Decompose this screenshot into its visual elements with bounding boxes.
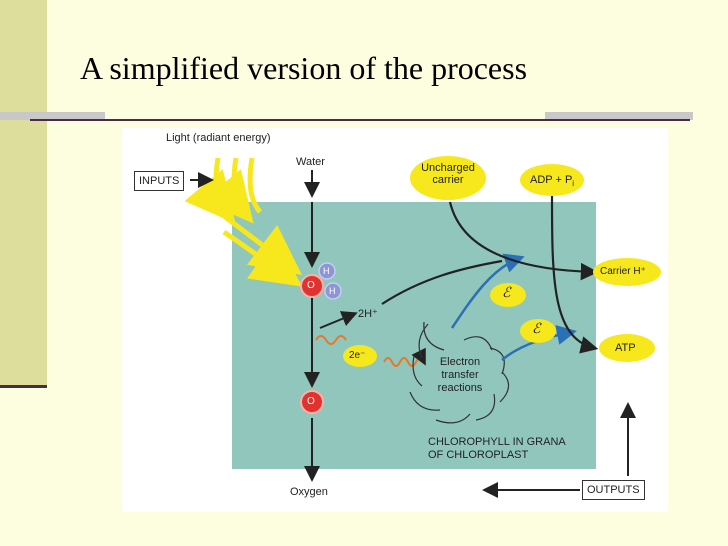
adp-to-atp-arrow xyxy=(550,193,599,354)
oxygen-label-top: O xyxy=(307,280,315,291)
blue-arrow-top xyxy=(450,253,525,329)
electron-transfer-label-3: reactions xyxy=(437,382,483,394)
energy-blob-2 xyxy=(520,319,556,343)
electron-transfer-swirl xyxy=(409,321,510,424)
hydrogen-label-2: H xyxy=(329,286,336,296)
protons-label: 2H⁺ xyxy=(358,308,378,320)
adp-blob xyxy=(520,164,584,196)
left-accent-line xyxy=(0,385,47,388)
atp-label: ATP xyxy=(615,342,636,354)
electron-transfer-label-1: Electron xyxy=(439,356,481,368)
uncharged-carrier-blob xyxy=(410,156,486,200)
oxygen-atom-top xyxy=(300,274,324,298)
left-accent-bar xyxy=(0,0,47,385)
oxygen-label-bottom: O xyxy=(307,396,315,407)
diagram-graphics xyxy=(184,156,661,498)
inputs-box: INPUTS xyxy=(134,171,185,191)
carrier-h-label: Carrier H⁺ xyxy=(600,266,646,277)
energy-blob-1 xyxy=(490,283,526,307)
electrons-label: 2e⁻ xyxy=(349,350,366,361)
protons-to-carrier-arrow xyxy=(381,259,503,305)
hydrogen-atom-2 xyxy=(324,282,342,300)
title-rule xyxy=(30,119,690,121)
atp-blob xyxy=(599,334,655,362)
electron-squiggle-2 xyxy=(383,347,426,367)
outputs-box: OUTPUTS xyxy=(582,480,645,500)
protons-arrow xyxy=(319,311,358,329)
chlorophyll-label-2: OF CHLOROPLAST xyxy=(428,449,529,461)
carrier-h-arrow xyxy=(448,201,599,281)
carrier-h-blob xyxy=(593,258,661,286)
oxygen-atom-bottom xyxy=(300,390,324,414)
light-rays xyxy=(184,157,303,287)
electron-transfer-label-2: transfer xyxy=(441,369,479,381)
title-rule-left-accent xyxy=(0,112,105,120)
light-label: Light (radiant energy) xyxy=(166,132,271,144)
energy-symbol-1: ℰ xyxy=(502,284,511,300)
electron-squiggle xyxy=(315,335,347,345)
energy-symbol-2: ℰ xyxy=(532,320,541,336)
uncharged-carrier-label-2: carrier xyxy=(432,174,464,186)
electrons-blob xyxy=(343,345,377,367)
title-rule-right-accent xyxy=(545,112,693,120)
hydrogen-atom-1 xyxy=(318,262,336,280)
slide-title: A simplified version of the process xyxy=(80,50,528,86)
uncharged-carrier-label-1: Uncharged xyxy=(421,162,475,174)
oxygen-output-label: Oxygen xyxy=(290,486,328,498)
chlorophyll-label-1: CHLOROPHYLL IN GRANA xyxy=(428,436,566,448)
water-label: Water xyxy=(296,156,325,168)
adp-label: ADP + Pi xyxy=(530,174,575,189)
hydrogen-label-1: H xyxy=(323,266,330,276)
photosynthesis-diagram: Light (radiant energy) INPUTS Water H H … xyxy=(122,128,668,512)
